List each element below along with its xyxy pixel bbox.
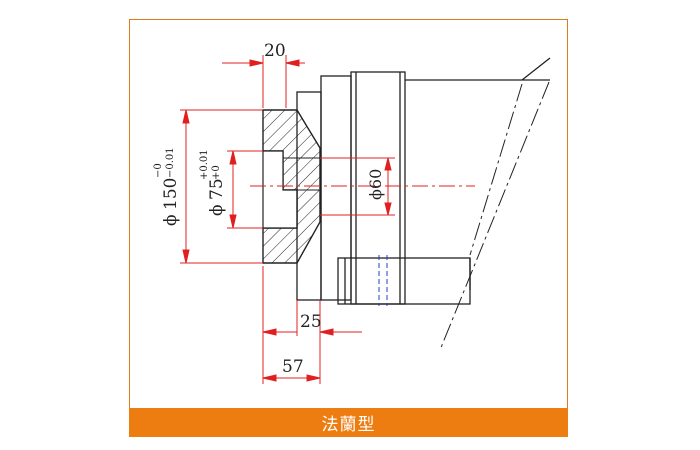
dim-150-arrow-top — [182, 109, 190, 124]
dim-75-value: 75 — [207, 178, 227, 200]
dim-150-symbol: ϕ — [161, 214, 181, 226]
dimension-lines — [180, 55, 395, 384]
caption-label: 法蘭型 — [321, 415, 376, 435]
housing-top-break — [521, 57, 551, 81]
dim-20-label: 20 — [264, 41, 286, 61]
dim-150-tol-upper: −0 — [153, 163, 164, 178]
dim-25-arrow-right — [319, 328, 334, 336]
caption-bar: 法蘭型 — [129, 408, 568, 437]
dim-60-label: ϕ60 — [366, 169, 385, 200]
break-line-short — [469, 83, 523, 256]
dim-150-tol-lower: −0.01 — [165, 147, 176, 178]
dim-57-arrow-right — [306, 374, 321, 382]
dim-75-arrow-top — [229, 150, 237, 165]
housing-collar — [320, 75, 352, 301]
dim-75-label-group: ϕ 75 +0.01 +0 — [199, 149, 227, 216]
dim-20-arrow-right — [285, 59, 300, 67]
break-lines — [439, 81, 550, 351]
dim-75-symbol: ϕ — [207, 204, 227, 216]
dim-75-tol-lower: +0 — [211, 165, 222, 180]
dim-60-arrow-bottom — [384, 202, 392, 216]
dim-57-label: 57 — [282, 357, 304, 377]
bolt-hidden-lines — [378, 255, 388, 306]
dim-20-arrow-left — [249, 59, 264, 67]
dim-25-label: 25 — [300, 312, 322, 332]
break-line-long — [439, 81, 550, 351]
drawing-frame — [129, 19, 568, 437]
dim-75-arrow-bottom — [229, 214, 237, 229]
dim-150-arrow-bottom — [182, 249, 190, 264]
dim-150-label-group: ϕ 150 −0 −0.01 — [153, 147, 181, 226]
dim-57-arrow-left — [262, 374, 277, 382]
dim-60-arrow-top — [384, 157, 392, 171]
housing-base-block — [337, 257, 471, 305]
dim-150-value: 150 — [161, 178, 181, 210]
dim-75-tol-upper: +0.01 — [199, 149, 210, 180]
dim-25-arrow-left — [262, 328, 277, 336]
housing-body — [296, 57, 551, 305]
